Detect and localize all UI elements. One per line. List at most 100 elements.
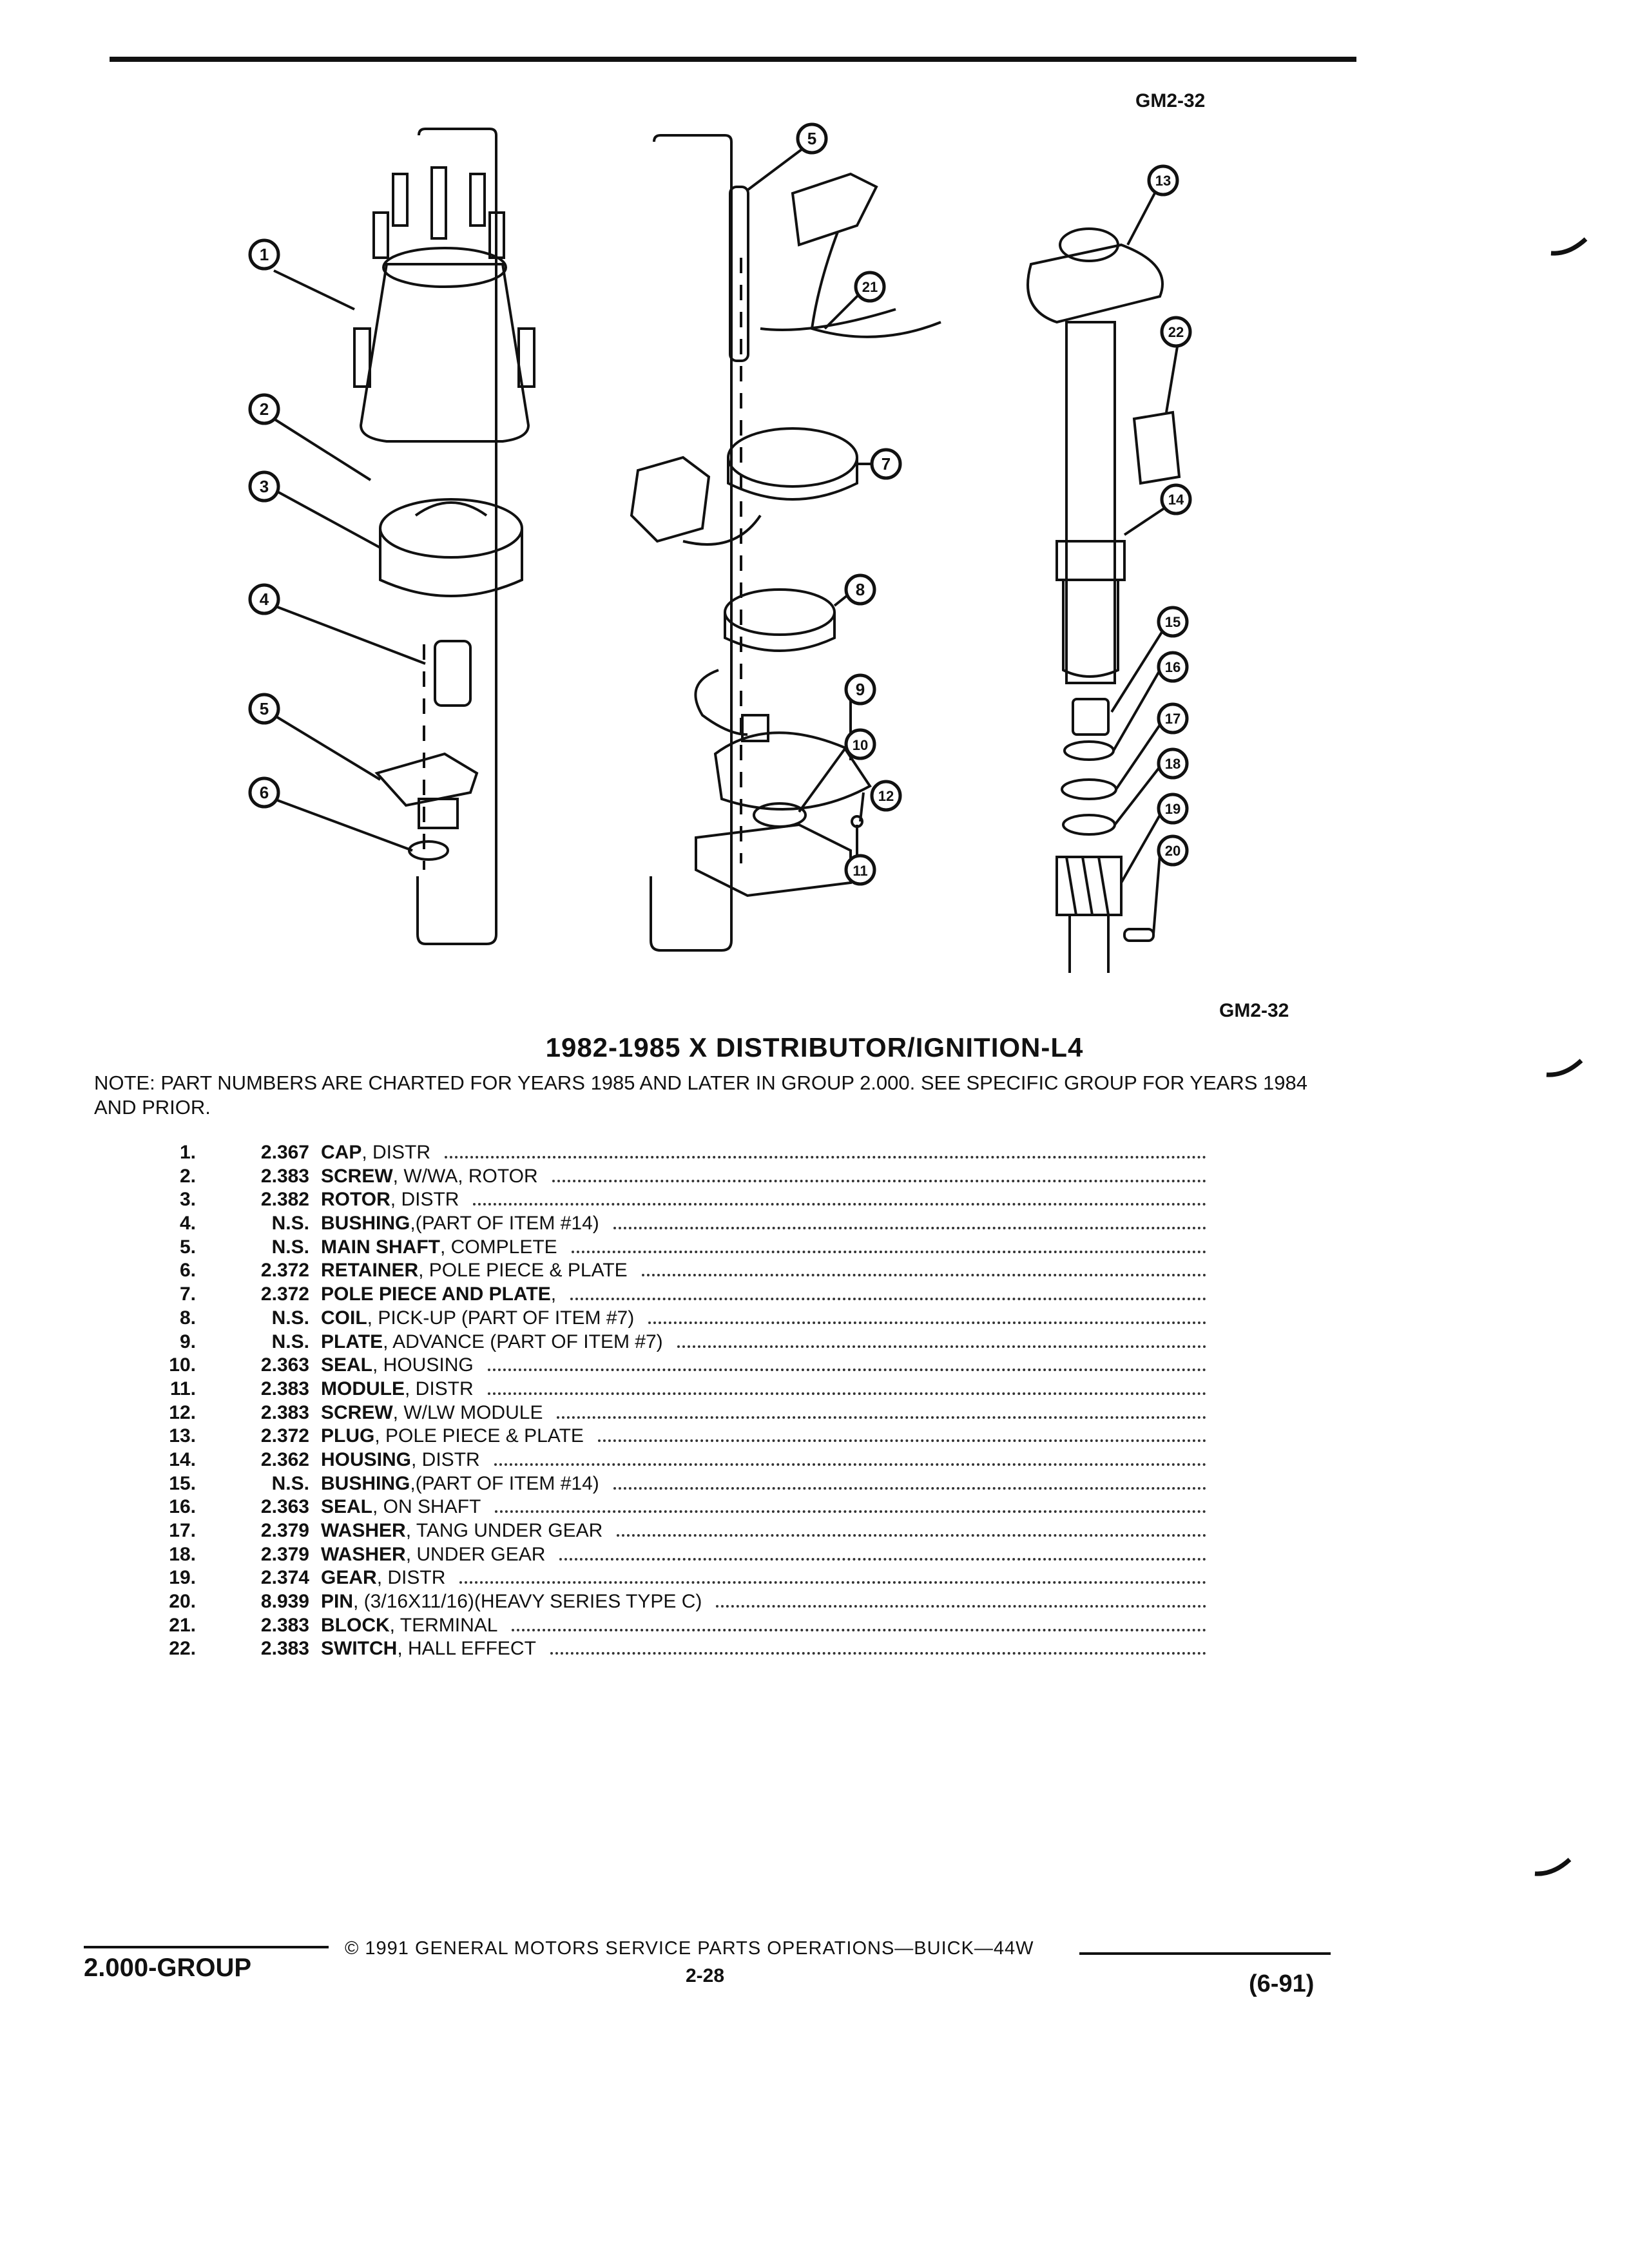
part-name: PIN xyxy=(321,1591,354,1613)
part-group: N.S. xyxy=(271,1307,309,1329)
part-name: SEAL xyxy=(321,1496,373,1518)
part-num: 10. xyxy=(169,1354,196,1376)
part-name: MODULE xyxy=(321,1378,405,1399)
dot-leader xyxy=(459,1581,1206,1584)
part-name: SWITCH xyxy=(321,1638,398,1660)
dot-leader xyxy=(597,1439,1206,1443)
callout-6: 6 xyxy=(260,783,269,802)
part-row: 10. 2.363 SEAL, HOUSING xyxy=(129,1354,1211,1378)
callout-4: 4 xyxy=(260,590,269,609)
callout-8: 8 xyxy=(856,580,865,599)
part-row: 9.N.S.PLATE, ADVANCE (PART OF ITEM #7) xyxy=(129,1331,1211,1355)
callout-9: 9 xyxy=(856,680,865,699)
dot-leader xyxy=(716,1604,1206,1608)
callout-10: 10 xyxy=(853,737,868,753)
part-num: 17. xyxy=(169,1520,196,1541)
part-num: 20. xyxy=(169,1591,196,1613)
part-desc: , HALL EFFECT xyxy=(397,1638,536,1660)
dot-leader xyxy=(613,1226,1206,1230)
part-name: COIL xyxy=(321,1307,367,1329)
footer-rule-left xyxy=(84,1946,329,1948)
part-group: 2.382 xyxy=(260,1189,309,1211)
dot-leader xyxy=(550,1651,1206,1655)
part-num: 21. xyxy=(169,1614,196,1636)
footer-group: 2.000-GROUP xyxy=(84,1954,252,1982)
part-row: 15.N.S.BUSHING,(PART OF ITEM #14) xyxy=(129,1473,1211,1497)
margin-mark-2 xyxy=(1546,1059,1583,1077)
part-num: 12. xyxy=(169,1401,196,1423)
part-row: 8.N.S.COIL, PICK-UP (PART OF ITEM #7) xyxy=(129,1307,1211,1331)
part-num: 16. xyxy=(169,1496,196,1518)
part-group: 2.362 xyxy=(260,1448,309,1470)
part-name: RETAINER xyxy=(321,1260,419,1282)
part-name: SCREW xyxy=(321,1401,393,1423)
part-group: 2.383 xyxy=(260,1614,309,1636)
callout-16: 16 xyxy=(1165,659,1181,675)
callout-19: 19 xyxy=(1165,801,1181,817)
top-rule xyxy=(110,57,1356,62)
footer-rule-right xyxy=(1079,1952,1331,1955)
dot-leader xyxy=(487,1368,1206,1372)
part-desc: ,(PART OF ITEM #14) xyxy=(410,1472,599,1494)
part-group: 2.374 xyxy=(260,1567,309,1589)
part-name: SEAL xyxy=(321,1354,373,1376)
part-desc: , UNDER GEAR xyxy=(405,1543,546,1565)
page-title: 1982-1985 X DISTRIBUTOR/IGNITION-L4 xyxy=(545,1032,1084,1062)
part-num: 2. xyxy=(179,1165,196,1187)
part-name: BUSHING xyxy=(321,1472,410,1494)
callout-7: 7 xyxy=(882,454,891,474)
part-name: POLE PIECE AND PLATE xyxy=(321,1283,551,1305)
dot-leader xyxy=(512,1628,1206,1631)
part-desc: , TANG UNDER GEAR xyxy=(405,1520,603,1541)
part-desc: ,(PART OF ITEM #14) xyxy=(410,1213,599,1235)
part-group: 2.363 xyxy=(260,1354,309,1376)
part-desc: , HOUSING xyxy=(372,1354,474,1376)
part-desc: , DISTR xyxy=(405,1378,474,1399)
part-num: 9. xyxy=(179,1331,196,1352)
dot-leader xyxy=(570,1297,1206,1301)
margin-mark-1 xyxy=(1550,237,1588,256)
dot-leader xyxy=(473,1202,1206,1206)
part-group: 2.383 xyxy=(260,1401,309,1423)
cap-illustration xyxy=(353,166,535,443)
callout-11: 11 xyxy=(853,863,867,879)
part-name: ROTOR xyxy=(321,1189,390,1211)
footer-copyright: © 1991 GENERAL MOTORS SERVICE PARTS OPER… xyxy=(345,1938,1034,1959)
callout-20: 20 xyxy=(1165,843,1181,859)
part-desc: , xyxy=(550,1283,557,1305)
dot-leader xyxy=(494,1463,1206,1466)
part-name: CAP xyxy=(321,1142,362,1163)
exploded-diagram: 1 2 3 4 5 6 5 7 8 9 10 11 12 13 14 15 16… xyxy=(248,122,1192,973)
part-num: 19. xyxy=(169,1567,196,1589)
dot-leader xyxy=(641,1273,1206,1277)
callout-5-left: 5 xyxy=(260,699,269,718)
part-desc: , DISTR xyxy=(376,1567,446,1589)
part-num: 8. xyxy=(179,1307,196,1329)
dot-leader xyxy=(495,1510,1206,1514)
dot-leader xyxy=(552,1179,1206,1182)
part-num: 11. xyxy=(169,1378,196,1399)
part-group: 2.372 xyxy=(260,1283,309,1305)
dot-leader xyxy=(557,1416,1206,1419)
part-num: 13. xyxy=(169,1425,196,1447)
part-group: N.S. xyxy=(271,1331,309,1352)
part-name: MAIN SHAFT xyxy=(321,1236,440,1258)
dot-leader xyxy=(487,1392,1206,1395)
part-group: 2.383 xyxy=(260,1378,309,1399)
part-name: BUSHING xyxy=(321,1213,410,1235)
part-group: N.S. xyxy=(271,1236,309,1258)
part-num: 14. xyxy=(169,1448,196,1470)
figure-code-top: GM2-32 xyxy=(1135,90,1206,111)
callout-1: 1 xyxy=(260,245,269,264)
part-desc: , TERMINAL xyxy=(389,1614,498,1636)
dot-leader xyxy=(559,1557,1206,1561)
